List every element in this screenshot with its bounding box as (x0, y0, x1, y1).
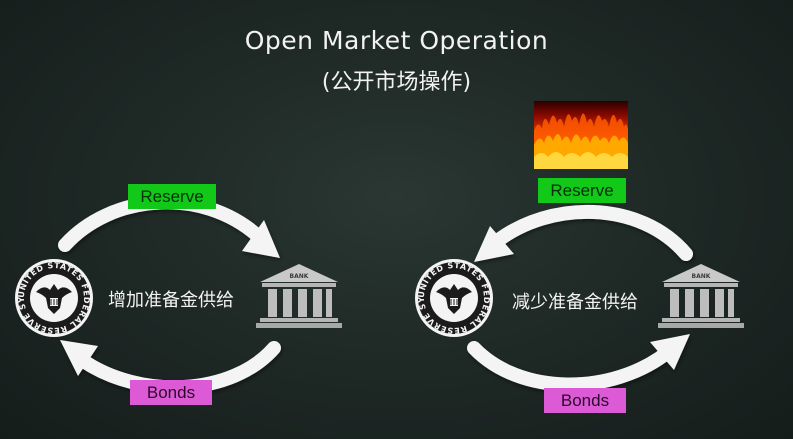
left-reserve-label: Reserve (128, 184, 216, 209)
federal-reserve-seal-icon: UNITED STATES FEDERAL RESERVE SYSTEM (414, 258, 493, 337)
page-title: Open Market Operation (244, 26, 549, 55)
right-bonds-label: Bonds (544, 388, 626, 413)
fire-icon (534, 101, 628, 169)
svg-text:BANK: BANK (692, 273, 711, 280)
right-bottom-curved-arrow-icon (467, 334, 690, 392)
left-action-text: 增加准备金供给 (108, 290, 234, 311)
right-top-curved-arrow-icon (474, 204, 693, 262)
left-bonds-label: Bonds (130, 380, 212, 405)
federal-reserve-seal-icon: UNITED STATES FEDERAL RESERVE SYSTEM (14, 258, 93, 337)
bank-building-icon: BANK (256, 264, 342, 328)
svg-text:BANK: BANK (290, 273, 309, 280)
right-reserve-label: Reserve (538, 178, 626, 203)
bank-building-icon: BANK (658, 264, 744, 328)
left-top-curved-arrow-icon (58, 195, 280, 258)
page-subtitle: (公开市场操作) (321, 70, 472, 95)
right-action-text: 减少准备金供给 (512, 292, 638, 313)
